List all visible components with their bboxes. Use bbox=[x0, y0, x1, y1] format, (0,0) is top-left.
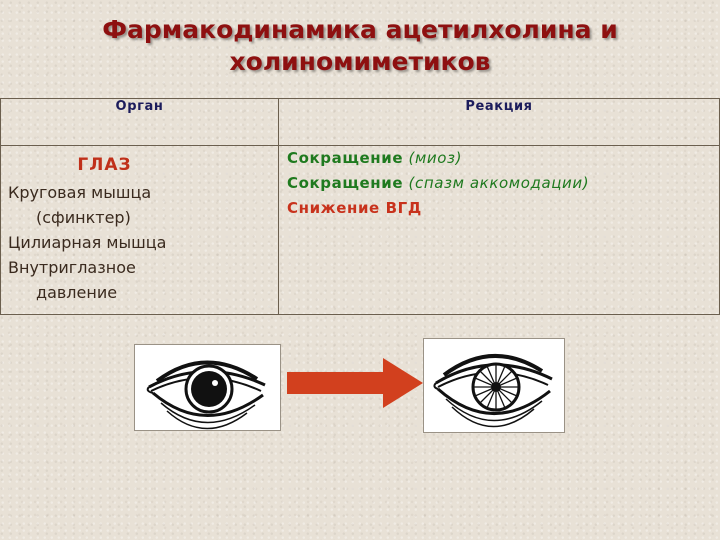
slide-title-line-2: холиномиметиков bbox=[229, 47, 491, 76]
organ-item-text: Внутриглазное bbox=[8, 258, 136, 277]
reaction-item-pressure: Снижение ВГД bbox=[279, 196, 719, 221]
reaction-detail: (миоз) bbox=[408, 149, 463, 167]
reaction-main: Снижение ВГД bbox=[287, 199, 422, 217]
organ-item-text: Круговая мышца bbox=[8, 183, 152, 202]
table-header-row: Орган Реакция bbox=[0, 98, 720, 146]
organ-item-ciliary: Цилиарная мышца bbox=[1, 230, 278, 255]
reaction-item-accommodation: Сокращение (спазм аккомодации) bbox=[279, 171, 719, 196]
arrow-right-icon bbox=[287, 358, 425, 412]
organ-item-text: Цилиарная мышца bbox=[8, 233, 167, 252]
reaction-item-miosis: Сокращение (миоз) bbox=[279, 146, 719, 171]
table-row: ГЛАЗ Круговая мышца (сфинктер) Цилиарная… bbox=[0, 145, 720, 315]
column-header-organ: Орган bbox=[0, 98, 279, 146]
organ-item-text-continued: (сфинктер) bbox=[36, 208, 131, 227]
reaction-detail: (спазм аккомодации) bbox=[408, 174, 590, 192]
eye-normal-pupil-icon bbox=[134, 344, 281, 431]
organ-item-text-continued: давление bbox=[36, 283, 118, 302]
column-header-reaction: Реакция bbox=[278, 98, 720, 146]
reaction-main: Сокращение bbox=[287, 149, 404, 167]
reaction-cell: Сокращение (миоз) Сокращение (спазм акко… bbox=[278, 145, 720, 315]
eye-constricted-pupil-icon bbox=[423, 338, 565, 433]
organ-item-sphincter: Круговая мышца (сфинктер) bbox=[1, 180, 278, 230]
slide-title-line-1: Фармакодинамика ацетилхолина и bbox=[102, 15, 618, 44]
organ-heading: ГЛАЗ bbox=[77, 155, 132, 175]
slide-title: Фармакодинамика ацетилхолина и холиномим… bbox=[0, 14, 720, 78]
reaction-main: Сокращение bbox=[287, 174, 404, 192]
organ-item-pressure: Внутриглазное давление bbox=[1, 255, 278, 305]
pharmacodynamics-table: Орган Реакция ГЛАЗ Круговая мышца (сфинк… bbox=[0, 98, 720, 315]
organ-cell: ГЛАЗ Круговая мышца (сфинктер) Цилиарная… bbox=[0, 145, 279, 315]
